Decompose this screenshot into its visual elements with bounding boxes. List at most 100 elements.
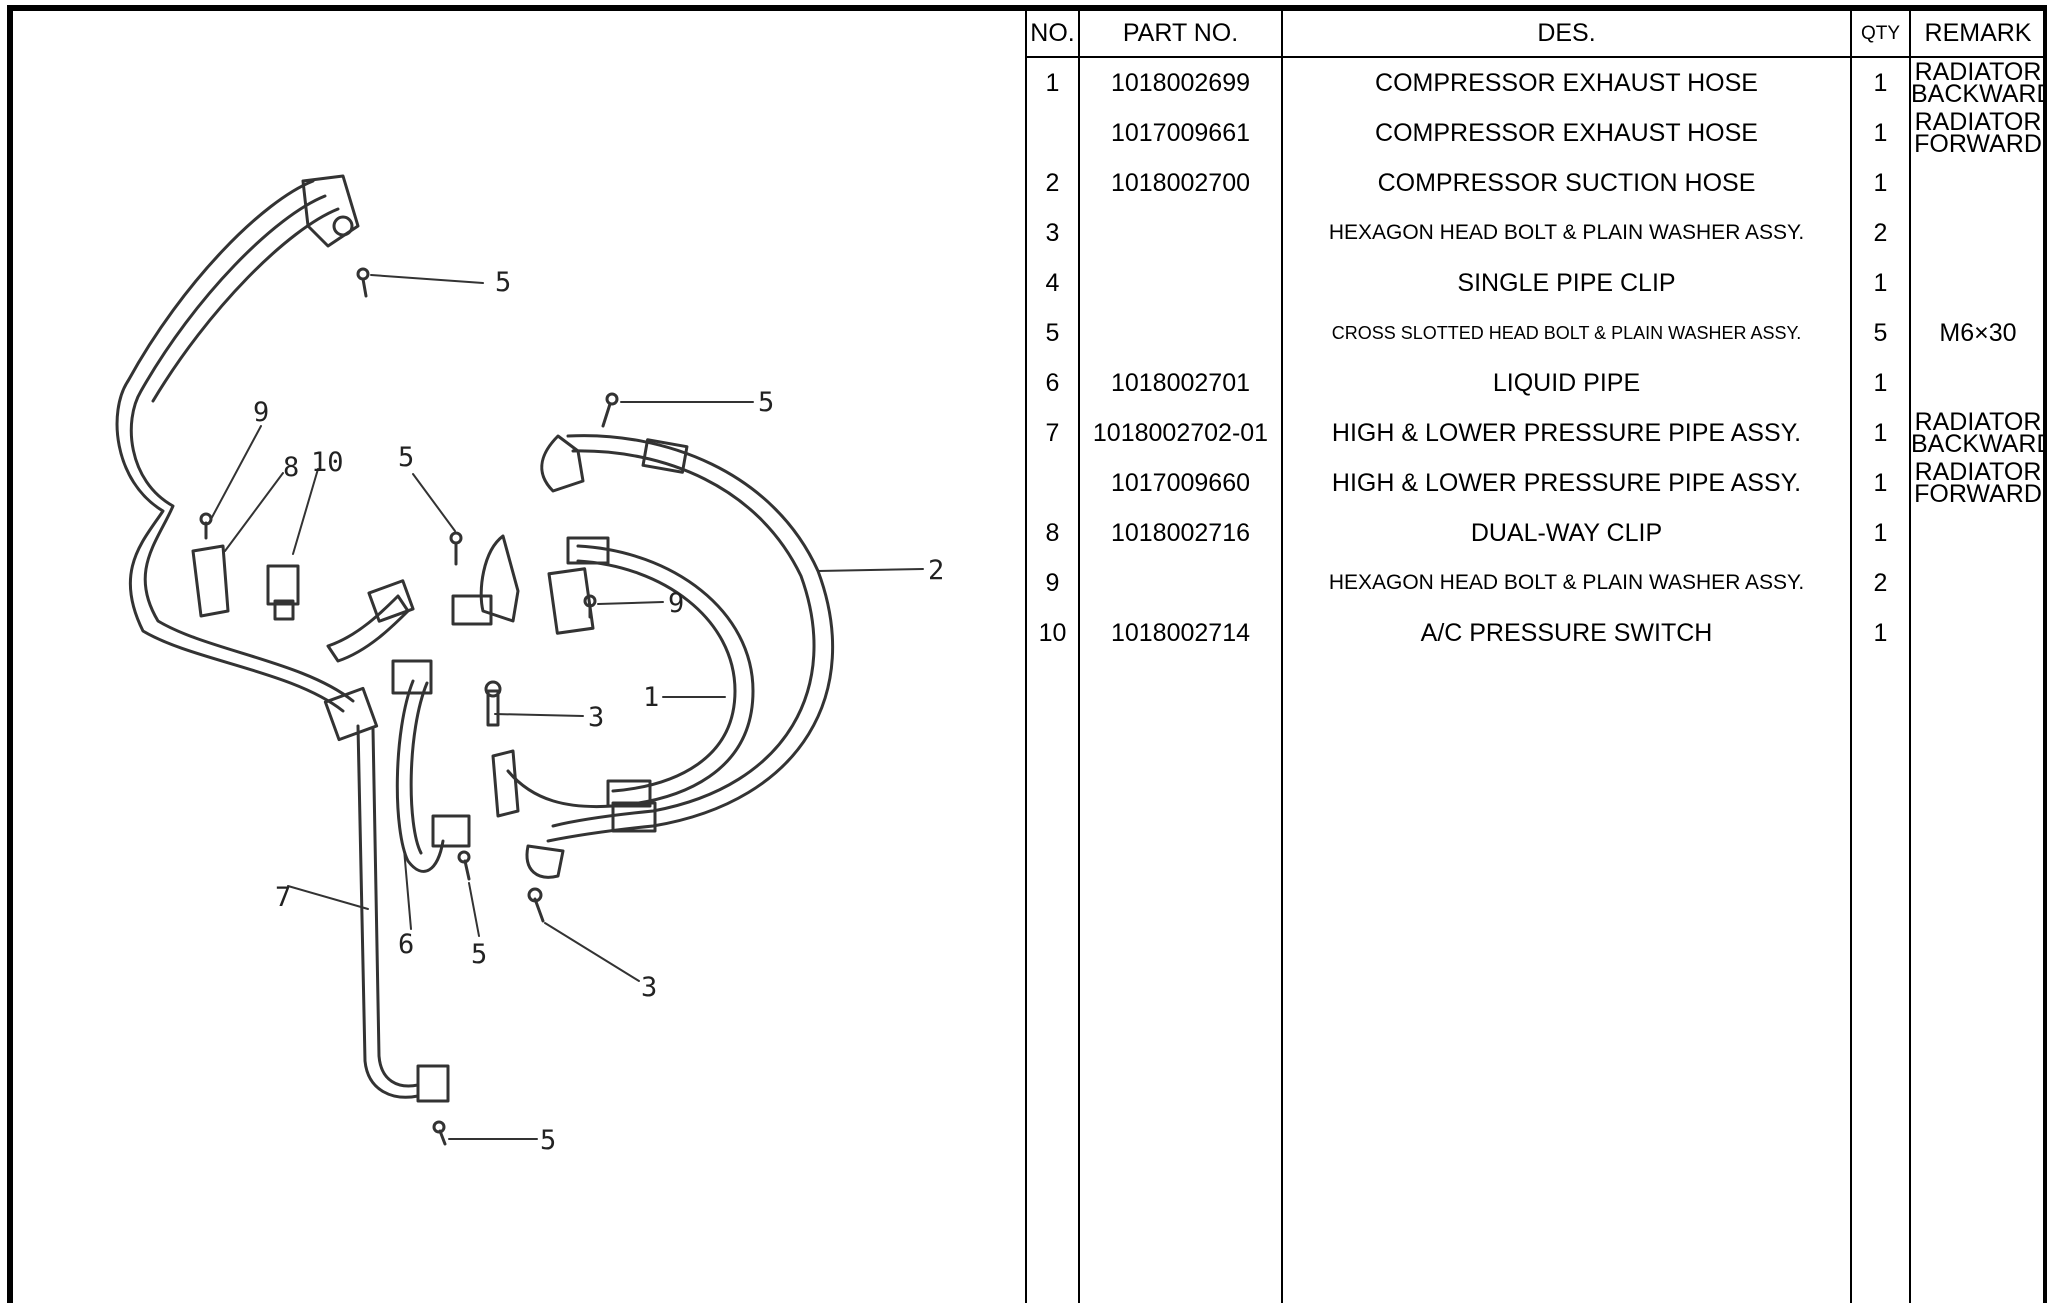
cell-qty: 1 [1850,358,1911,408]
table-row: 3 HEXAGON HEAD BOLT & PLAIN WASHER ASSY.… [1025,208,2047,258]
callout-5-upper: 5 [758,387,774,418]
leader-lines [209,274,924,1140]
cell-qty: 5 [1850,308,1911,358]
remark-line-2: BACKWARD [1911,80,2046,108]
cell-remark [1909,608,2047,658]
cell-des: COMPRESSOR SUCTION HOSE [1281,158,1852,208]
callout-9-left: 9 [253,397,269,428]
empty-cell [1909,658,2047,1303]
table-row: 2 1018002700 COMPRESSOR SUCTION HOSE 1 [1025,158,2047,208]
callout-9-right: 9 [668,588,684,619]
cell-des: COMPRESSOR EXHAUST HOSE [1281,57,1852,108]
cell-no: 5 [1025,308,1080,358]
cell-no: 4 [1025,258,1080,308]
table-row: 4 SINGLE PIPE CLIP 1 [1025,258,2047,308]
empty-cell [1281,658,1852,1303]
cell-des: HEXAGON HEAD BOLT & PLAIN WASHER ASSY. [1281,558,1852,608]
empty-cell [1025,658,1080,1303]
bolts [199,267,619,1146]
callout-2: 2 [928,555,944,586]
cell-des: HIGH & LOWER PRESSURE PIPE ASSY. [1281,408,1852,458]
pipe-7-upper [115,179,345,713]
header-part-no: PART NO. [1078,11,1283,58]
cell-no: 1 [1025,57,1080,108]
cell-no: 8 [1025,508,1080,558]
remark-line-1: RADIATOR [1914,458,2042,486]
table-row: 6 1018002701 LIQUID PIPE 1 [1025,358,2047,408]
hose-1-b [576,559,737,793]
pipe-7-upper-2 [129,194,355,703]
cell-qty: 1 [1850,508,1911,558]
table-row: 1 1018002699 COMPRESSOR EXHAUST HOSE 1 R… [1025,57,2047,108]
exploded-parts-diagram: 5 5 2 9 8 10 5 9 3 1 7 6 5 3 5 [13,11,1025,1303]
pipe-7-upper-3 [151,207,340,403]
table-empty-space [1025,658,2047,1303]
cell-part-no: 1018002700 [1078,158,1283,208]
header-no: NO. [1025,11,1080,58]
cell-part-no [1078,558,1283,608]
cell-no [1025,108,1080,158]
cell-remark [1909,158,2047,208]
table-row: 5 CROSS SLOTTED HEAD BOLT & PLAIN WASHER… [1025,308,2047,358]
cell-des: CROSS SLOTTED HEAD BOLT & PLAIN WASHER A… [1281,308,1852,358]
remark-line-1: RADIATOR [1914,408,2042,436]
cell-des: HEXAGON HEAD BOLT & PLAIN WASHER ASSY. [1281,208,1852,258]
pipe-6-b [409,681,429,855]
cell-qty: 1 [1850,458,1911,508]
cell-remark [1909,258,2047,308]
callout-5-lower: 5 [471,939,487,970]
header-qty: QTY [1850,11,1911,58]
cell-no: 6 [1025,358,1080,408]
remark-line-2: FORWARD [1914,130,2042,158]
cell-part-no: 1018002716 [1078,508,1283,558]
hose-2-b [551,449,816,828]
cell-no: 9 [1025,558,1080,608]
callout-6: 6 [398,929,414,960]
cell-no: 10 [1025,608,1080,658]
cell-remark [1909,508,2047,558]
cell-part-no: 1017009661 [1078,108,1283,158]
cell-part-no [1078,208,1283,258]
cell-part-no: 1018002702-01 [1078,408,1283,458]
cell-qty: 1 [1850,608,1911,658]
cell-remark [1909,358,2047,408]
table-row: 9 HEXAGON HEAD BOLT & PLAIN WASHER ASSY.… [1025,558,2047,608]
remark-line-1: RADIATOR [1914,58,2042,86]
diagram-drawing: 5 5 2 9 8 10 5 9 3 1 7 6 5 3 5 [115,174,944,1156]
table-header-row: NO. PART NO. DES. QTY REMARK [1025,11,2047,58]
cell-qty: 1 [1850,408,1911,458]
callout-3-lower: 3 [641,972,657,1003]
table-row: 1017009660 HIGH & LOWER PRESSURE PIPE AS… [1025,458,2047,508]
cell-remark [1909,208,2047,258]
callout-5-top: 5 [495,267,511,298]
cell-part-no: 1018002701 [1078,358,1283,408]
cell-no: 3 [1025,208,1080,258]
cell-remark: M6×30 [1909,308,2047,358]
header-des: DES. [1281,11,1852,58]
table-row: 7 1018002702-01 HIGH & LOWER PRESSURE PI… [1025,408,2047,458]
pipe-7-lower [356,724,420,1099]
table-row: 8 1018002716 DUAL-WAY CLIP 1 [1025,508,2047,558]
cell-remark [1909,558,2047,608]
cell-qty: 1 [1850,258,1911,308]
parts-list: NO. PART NO. DES. QTY REMARK 1 101800269… [1025,11,2047,1303]
remark-line-2: FORWARD [1914,480,2042,508]
cell-qty: 2 [1850,208,1911,258]
cell-part-no: 1017009660 [1078,458,1283,508]
cell-des: HIGH & LOWER PRESSURE PIPE ASSY. [1281,458,1852,508]
cell-qty: 1 [1850,108,1911,158]
cell-qty: 1 [1850,57,1911,108]
callout-3-upper: 3 [588,702,604,733]
pipe-7-lower-2 [371,727,420,1088]
empty-cell [1850,658,1911,1303]
cell-qty: 1 [1850,158,1911,208]
remark-line-1: RADIATOR [1914,108,2042,136]
callout-5-bottom: 5 [540,1125,556,1156]
table-row: 1017009661 COMPRESSOR EXHAUST HOSE 1 RAD… [1025,108,2047,158]
cell-no [1025,458,1080,508]
cell-part-no: 1018002714 [1078,608,1283,658]
hose-1 [506,544,755,809]
callout-8: 8 [283,452,299,483]
